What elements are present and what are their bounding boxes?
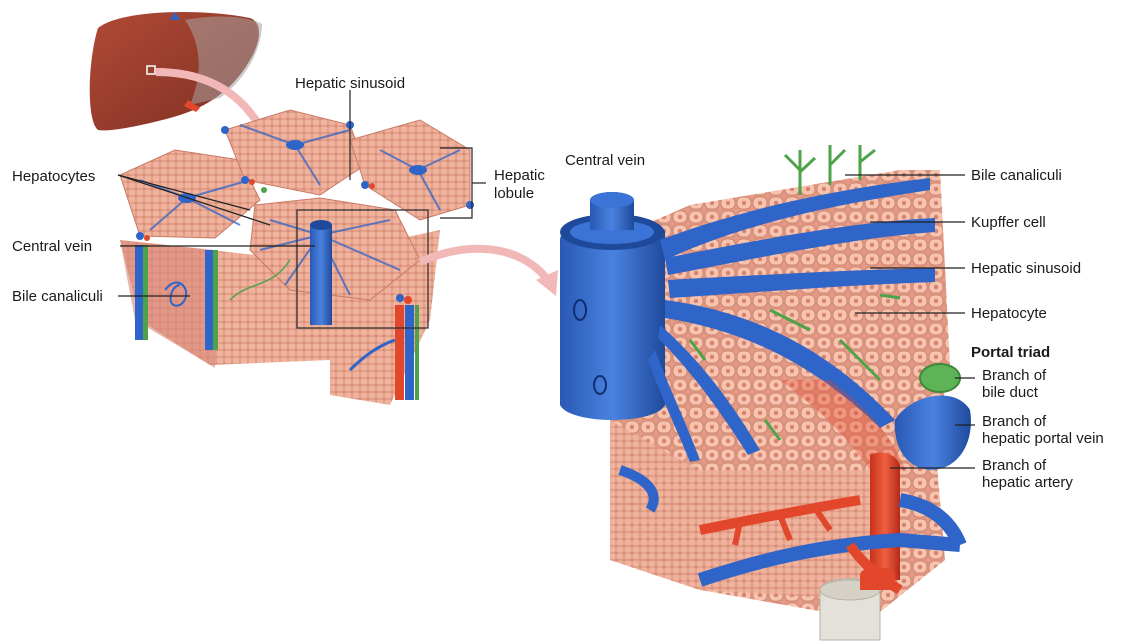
label-bile-duct-line1: Branch of (982, 367, 1047, 384)
label-hepatic-sinusoid-right: Hepatic sinusoid (971, 260, 1081, 277)
enlarged-lobule (560, 145, 971, 640)
label-hepatocytes: Hepatocytes (12, 168, 95, 185)
label-portal-triad: Portal triad (971, 344, 1050, 361)
label-artery-line1: Branch of (982, 457, 1047, 474)
label-hepatic-sinusoid-left: Hepatic sinusoid (295, 75, 405, 92)
label-hepatocyte: Hepatocyte (971, 305, 1047, 322)
label-central-vein-left: Central vein (12, 238, 92, 255)
label-hepatic-lobule-line1: Hepatic (494, 167, 545, 184)
label-portal-vein-line1: Branch of (982, 413, 1047, 430)
label-kupffer-cell: Kupffer cell (971, 214, 1046, 231)
label-bile-canaliculi-right: Bile canaliculi (971, 167, 1062, 184)
label-hepatic-lobule-line2: lobule (494, 185, 534, 202)
bile-duct-branch (920, 364, 960, 392)
label-bile-canaliculi-left: Bile canaliculi (12, 288, 103, 305)
label-portal-vein-line2: hepatic portal vein (982, 430, 1104, 447)
hepatic-artery-branch (870, 452, 900, 580)
label-central-vein-right: Central vein (565, 152, 645, 169)
label-artery-line2: hepatic artery (982, 474, 1073, 491)
central-vein-column (310, 225, 332, 325)
label-bile-duct-line2: bile duct (982, 384, 1039, 401)
zoom-arrow-2 (420, 249, 548, 280)
